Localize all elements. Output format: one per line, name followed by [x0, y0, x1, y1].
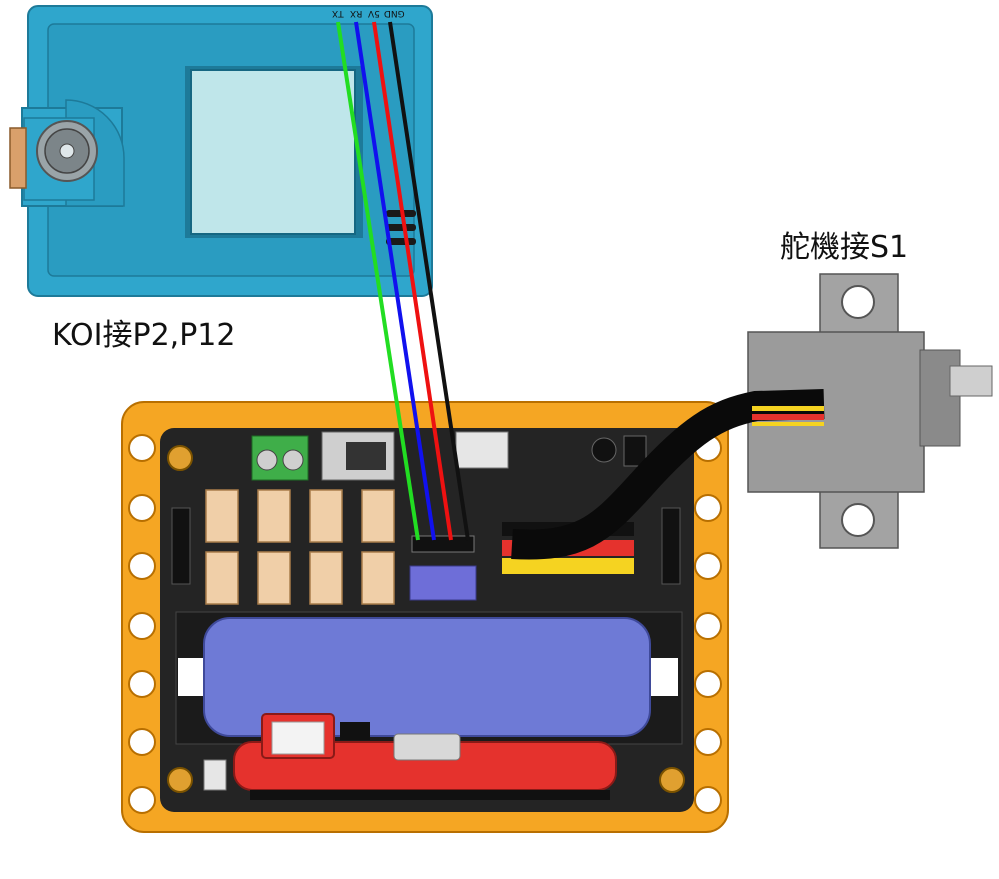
koi-pin-rx: RX: [350, 8, 363, 18]
koi-screen: [190, 69, 356, 235]
koi-wires: [336, 21, 470, 541]
koi-pin-5v: 5V: [368, 8, 380, 18]
servo-connection-label: 舵機接S1: [780, 230, 909, 265]
koi-header: [411, 535, 475, 553]
controller-board: [121, 401, 729, 833]
koi-pin-tx: TX: [332, 8, 344, 18]
camera-lens-icon: [36, 120, 98, 182]
koi-pin-gnd: GND: [384, 8, 405, 18]
koi-module: [9, 5, 433, 297]
usb-port: [455, 431, 509, 469]
servo: [747, 273, 993, 549]
servo-cable: [511, 389, 825, 560]
koi-connection-label: KOI接P2,P12: [52, 318, 236, 353]
